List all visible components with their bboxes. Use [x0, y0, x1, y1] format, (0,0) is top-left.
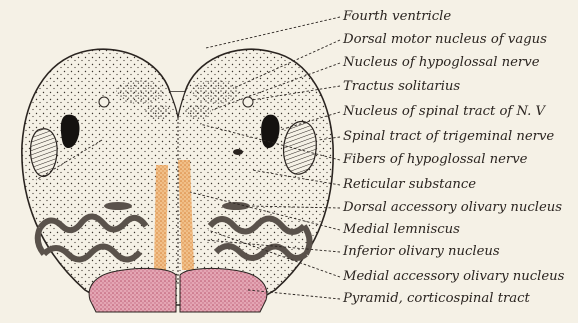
label-nucleus-spinal-tract-v: Nucleus of spinal tract of N. V — [343, 104, 545, 119]
label-fibers-hypoglossal: Fibers of hypoglossal nerve — [343, 152, 527, 167]
tractus-solitarius-right — [243, 97, 253, 107]
label-inferior-olivary: Inferior olivary nucleus — [343, 244, 500, 259]
label-reticular-substance: Reticular substance — [343, 177, 476, 192]
label-medial-accessory-olivary: Medial accessory olivary nucleus — [343, 269, 564, 284]
medial-lemniscus-left — [154, 165, 168, 270]
label-nucleus-hypoglossal: Nucleus of hypoglossal nerve — [343, 55, 540, 70]
spinal-tract-trigeminal-right — [284, 122, 317, 175]
hypoglossal-fibers-mark — [233, 149, 243, 155]
label-dorsal-accessory-olivary: Dorsal accessory olivary nucleus — [343, 200, 562, 215]
label-tractus-solitarius: Tractus solitarius — [343, 79, 460, 94]
tractus-solitarius-left — [99, 97, 109, 107]
spinal-tract-trigeminal-left — [31, 129, 58, 177]
label-pyramid: Pyramid, corticospinal tract — [343, 291, 530, 306]
dorsal-accessory-olive-left — [104, 202, 132, 210]
dorsal-accessory-olive-right — [222, 202, 250, 210]
label-spinal-tract-trigeminal: Spinal tract of trigeminal nerve — [343, 129, 554, 144]
label-dorsal-motor-nucleus-vagus: Dorsal motor nucleus of vagus — [343, 32, 547, 47]
label-medial-lemniscus: Medial lemniscus — [343, 222, 460, 237]
label-fourth-ventricle: Fourth ventricle — [343, 9, 451, 24]
